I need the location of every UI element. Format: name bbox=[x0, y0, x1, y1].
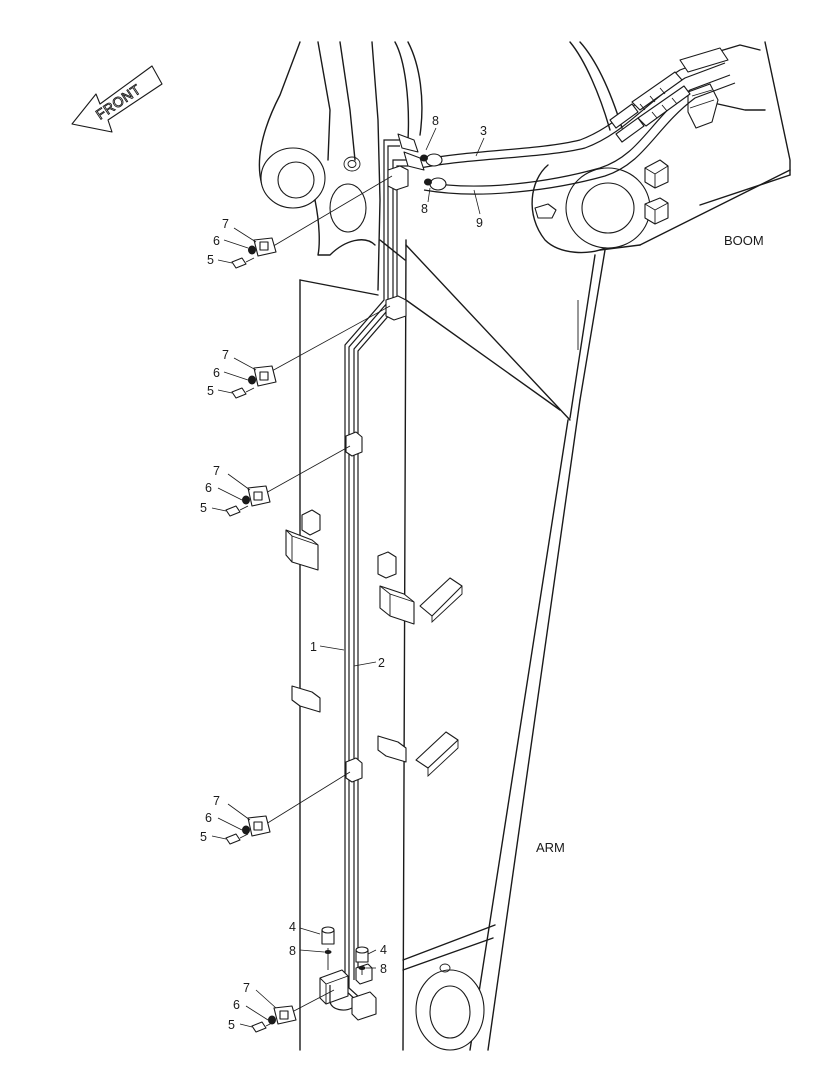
arm-pipes-1-and-2 bbox=[319, 133, 425, 1021]
callout-8-left: 8 bbox=[289, 944, 296, 958]
callout-5-b: 5 bbox=[207, 384, 214, 398]
callout-1: 1 bbox=[310, 640, 317, 654]
callout-6-e: 6 bbox=[233, 998, 240, 1012]
callout-numbers: 1 2 3 9 8 8 7 6 5 7 6 5 7 6 5 7 6 5 7 6 … bbox=[200, 114, 487, 1032]
callout-5-e: 5 bbox=[228, 1018, 235, 1032]
front-direction-arrow: FRONT bbox=[71, 65, 163, 133]
callout-8-top-upper: 8 bbox=[432, 114, 439, 128]
callout-6-c: 6 bbox=[205, 481, 212, 495]
hoses-3-and-9 bbox=[419, 47, 736, 195]
callout-4-left: 4 bbox=[289, 920, 296, 934]
callout-8-top-lower: 8 bbox=[421, 202, 428, 216]
callout-leaders bbox=[211, 127, 485, 1028]
callout-7-b: 7 bbox=[222, 348, 229, 362]
callout-8-right: 8 bbox=[380, 962, 387, 976]
arm-label: ARM bbox=[536, 840, 565, 855]
callout-5-a: 5 bbox=[207, 253, 214, 267]
arm-structure bbox=[258, 41, 606, 1051]
clamp-assembly-a bbox=[231, 175, 393, 269]
boom-label: BOOM bbox=[724, 233, 764, 248]
callout-3: 3 bbox=[480, 124, 487, 138]
clamp-assembly-d bbox=[225, 771, 351, 845]
callout-6-b: 6 bbox=[213, 366, 220, 380]
callout-7-e: 7 bbox=[243, 981, 250, 995]
callout-7-a: 7 bbox=[222, 217, 229, 231]
boom-structure bbox=[531, 41, 791, 254]
callout-5-c: 5 bbox=[200, 501, 207, 515]
callout-9: 9 bbox=[476, 216, 483, 230]
callout-4-right: 4 bbox=[380, 943, 387, 957]
callout-6-d: 6 bbox=[205, 811, 212, 825]
clamp-assembly-b bbox=[231, 305, 391, 399]
callout-7-d: 7 bbox=[213, 794, 220, 808]
callout-2: 2 bbox=[378, 656, 385, 670]
clamp-assembly-e bbox=[251, 989, 335, 1033]
callout-5-d: 5 bbox=[200, 830, 207, 844]
callout-6-a: 6 bbox=[213, 234, 220, 248]
callout-7-c: 7 bbox=[213, 464, 220, 478]
clamp-assembly-c bbox=[225, 445, 351, 517]
